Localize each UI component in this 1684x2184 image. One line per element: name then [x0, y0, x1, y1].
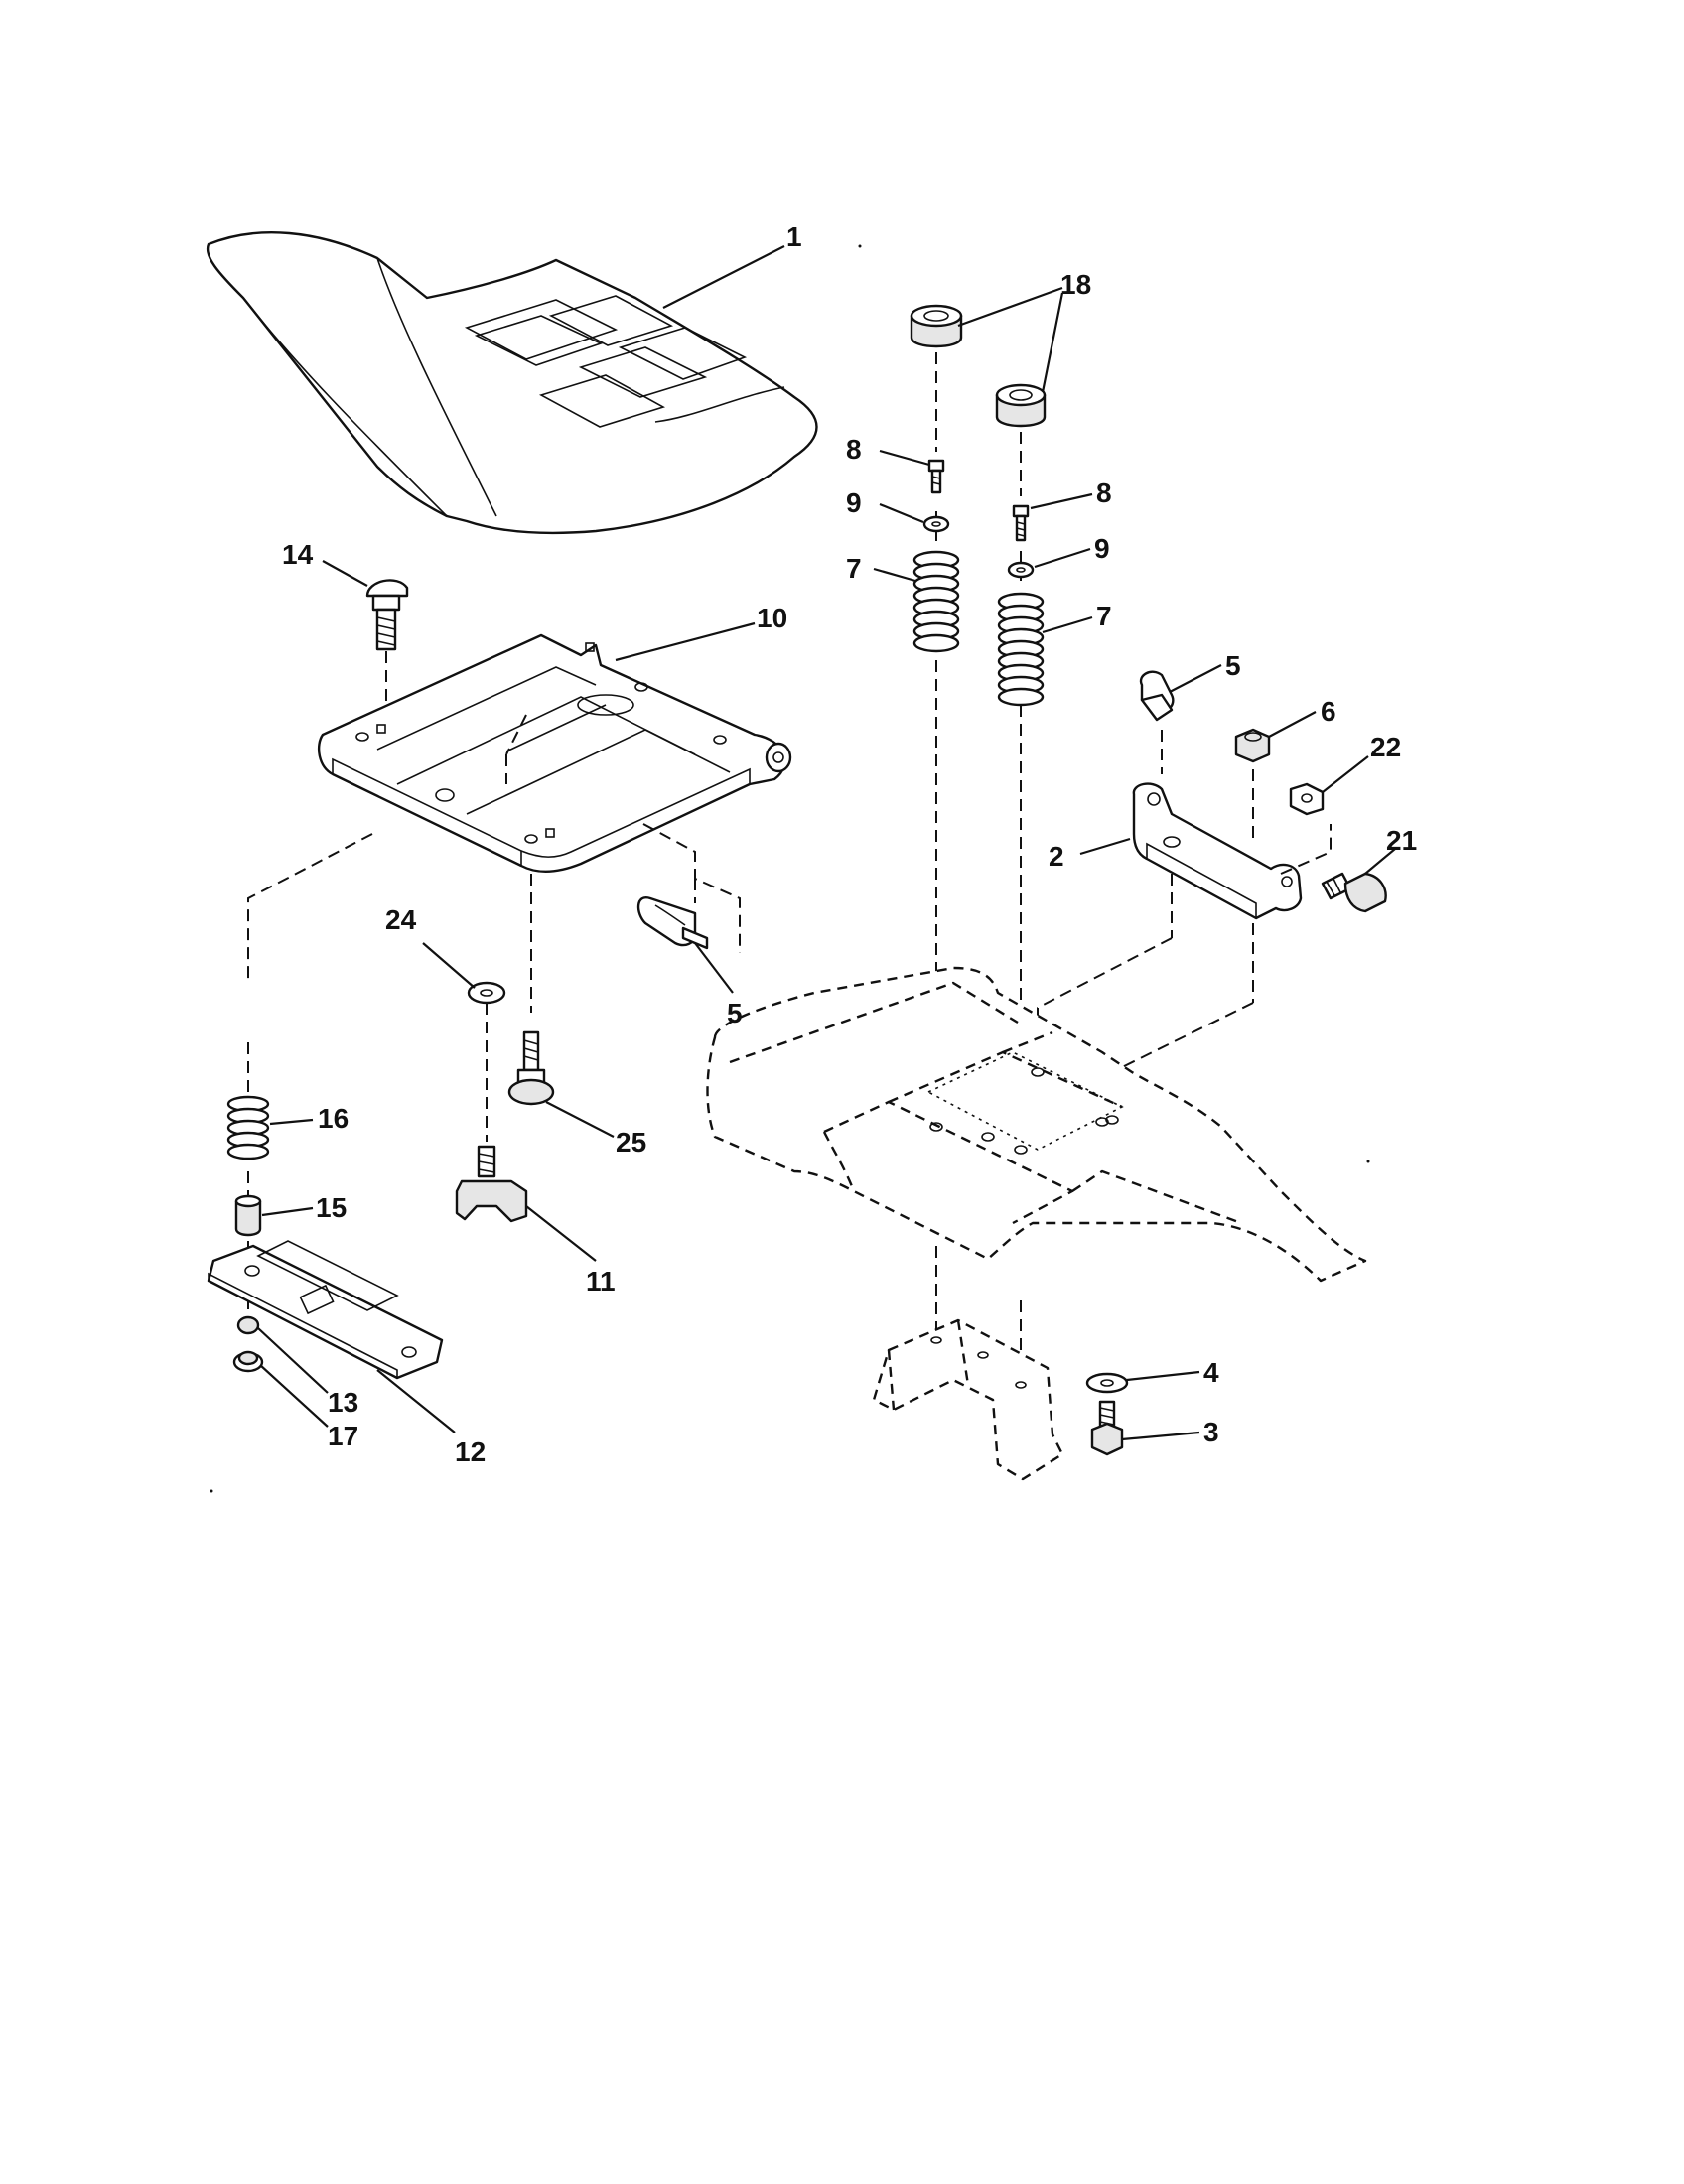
bolt-part-3	[1090, 1400, 1124, 1456]
callout-17: 17	[328, 1421, 358, 1451]
washer-part-9-left	[922, 515, 950, 533]
shoulder-bolt-part	[507, 1030, 555, 1106]
spring-part-16	[226, 1095, 270, 1160]
callout-13: 13	[328, 1387, 358, 1418]
callout-5-left: 5	[727, 998, 743, 1028]
nut-part-22	[1289, 782, 1325, 816]
nut-part-13	[236, 1315, 260, 1335]
callout-9-right: 9	[1094, 533, 1110, 564]
clip-part-left	[636, 896, 709, 950]
washer-part-4	[1085, 1372, 1129, 1394]
callout-14: 14	[282, 539, 314, 570]
callout-11: 11	[586, 1266, 616, 1297]
callout-1: 1	[786, 221, 802, 252]
washer-part-9-right	[1007, 561, 1035, 579]
assembly-lines-left	[247, 823, 741, 1310]
callout-4: 4	[1203, 1357, 1219, 1388]
seat-part	[206, 231, 818, 535]
chassis-phantom	[706, 966, 1367, 1283]
clip-part-right	[1139, 670, 1175, 774]
callout-8-left: 8	[846, 434, 862, 465]
callout-3: 3	[1203, 1417, 1219, 1447]
seat-pan-part	[317, 633, 792, 873]
callout-8-right: 8	[1096, 478, 1112, 508]
shoulder-bolt-part-21	[1321, 872, 1387, 913]
callout-15: 15	[316, 1192, 347, 1223]
spacer-part-18-right	[995, 383, 1047, 428]
callout-7-right: 7	[1096, 601, 1112, 631]
stray-marks	[210, 244, 1370, 1493]
lock-nut-part-6	[1234, 728, 1271, 839]
callout-9-left: 9	[846, 487, 862, 518]
callout-6: 6	[1321, 696, 1336, 727]
callout-21: 21	[1386, 825, 1417, 856]
washer-part-24	[467, 981, 506, 1005]
callout-18: 18	[1060, 269, 1091, 300]
knob-part	[455, 1145, 528, 1223]
callout-10: 10	[757, 603, 787, 633]
leader-lines	[257, 245, 1396, 1441]
bolt-part-8-left	[927, 459, 945, 494]
callout-24: 24	[385, 904, 417, 935]
callout-7-left: 7	[846, 553, 862, 584]
callout-16: 16	[318, 1103, 349, 1134]
nut-part-17	[232, 1350, 264, 1373]
spacer-part-18-left	[910, 304, 963, 348]
callout-12: 12	[455, 1436, 486, 1467]
bolt-part-8-right	[1012, 504, 1030, 542]
lower-bracket-phantom	[872, 1318, 1064, 1481]
spring-part-7-left	[912, 550, 960, 653]
callout-2: 2	[1049, 841, 1064, 872]
callout-5-right: 5	[1225, 650, 1241, 681]
callout-labels: 1 10 14 18 8 8 9 9 7 7 5 6 22 2 21 5 24 …	[282, 221, 1417, 1467]
callout-22: 22	[1370, 732, 1401, 762]
callout-25: 25	[616, 1127, 646, 1158]
spring-part-7-right	[997, 592, 1045, 707]
plate-part	[207, 1240, 444, 1380]
carriage-bolt-part	[365, 579, 409, 725]
spacer-part-15	[234, 1194, 262, 1237]
